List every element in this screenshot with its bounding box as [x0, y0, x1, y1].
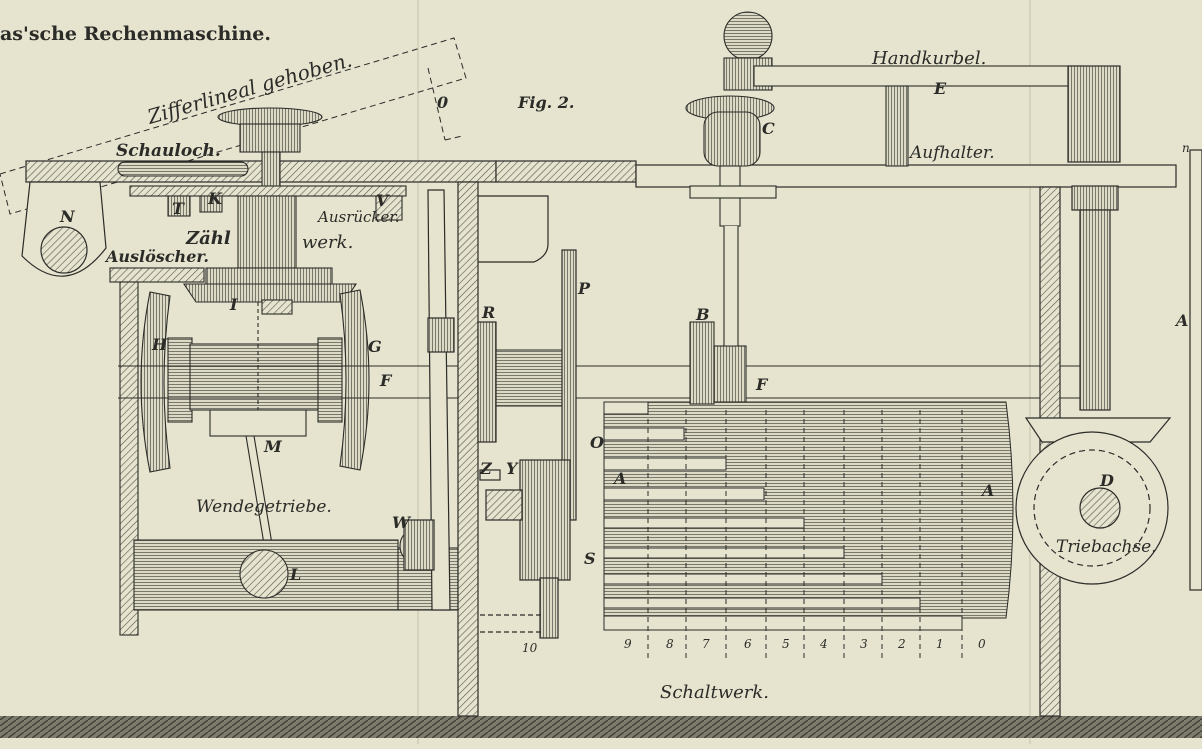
scale-digit: 6: [744, 637, 752, 651]
label-C: C: [762, 119, 775, 138]
scale-digit: 0: [978, 637, 986, 651]
label-wendegetriebe: Wendegetriebe.: [196, 497, 332, 517]
label-zaehl: Zähl: [185, 228, 231, 249]
plate-title: as'sche Rechenmaschine.: [0, 23, 271, 45]
label-F-left: F: [379, 371, 393, 390]
label-F-right: F: [755, 375, 769, 394]
scale-digit: 8: [666, 637, 674, 651]
scale-digit: 3: [860, 637, 868, 651]
label-A-right: A: [980, 481, 994, 500]
label-S: S: [584, 549, 596, 568]
label-I: I: [229, 295, 238, 314]
label-V: V: [376, 191, 390, 210]
label-handkurbel: Handkurbel.: [871, 48, 986, 69]
pinion: [689, 321, 747, 405]
stepped-drum: [603, 401, 1014, 631]
label-aufhalter: Aufhalter.: [908, 143, 995, 163]
label-A-far: A: [1174, 311, 1188, 330]
label-K: K: [207, 189, 223, 208]
scale-divisions: [647, 410, 963, 660]
label-G: G: [368, 337, 382, 356]
scale-digit: 7: [702, 637, 710, 651]
hand-crank: [685, 11, 1085, 347]
top-plate: [25, 160, 1177, 188]
label-E: E: [933, 79, 947, 98]
label-n: n: [1182, 141, 1190, 155]
label-schauloch: Schauloch.: [116, 141, 221, 161]
label-triebachse: Triebachse.: [1056, 537, 1157, 557]
scale-digit: 9: [624, 637, 632, 651]
label-H: H: [151, 335, 168, 354]
figure-label: Fig. 2.: [517, 93, 574, 112]
scale-digit: 5: [782, 637, 790, 651]
lifted-digit-ruler: [0, 37, 467, 215]
label-B: B: [695, 305, 710, 324]
label-ten: 10: [522, 641, 538, 655]
label-O: O: [590, 433, 604, 452]
ground-hatch: [0, 716, 1202, 738]
label-N: N: [59, 207, 76, 226]
label-zero: 0: [437, 93, 448, 112]
counter-knob: [117, 107, 407, 269]
label-L: L: [289, 565, 301, 584]
reversing-gear: [109, 267, 370, 636]
label-P: P: [577, 279, 591, 298]
right-column: [1015, 65, 1202, 717]
label-A-left: A: [612, 469, 626, 488]
label-ausruecker: Ausrücker.: [316, 208, 400, 226]
label-W: W: [392, 513, 412, 532]
label-R: R: [481, 303, 495, 322]
label-Z: Z: [479, 459, 493, 478]
scale-digit: 4: [819, 637, 828, 651]
label-T: T: [172, 199, 185, 218]
label-schaltwerk: Schaltwerk.: [660, 682, 769, 703]
label-werk: werk.: [302, 232, 353, 253]
center-frame: [403, 181, 577, 717]
label-M: M: [263, 437, 283, 456]
label-ausloescher: Auslöscher.: [104, 247, 209, 266]
pivot-lug: [21, 181, 107, 277]
scale-digit: 1: [936, 637, 944, 651]
label-D: D: [1099, 471, 1114, 490]
label-Y: Y: [506, 459, 519, 478]
scale-digit: 2: [897, 637, 906, 651]
